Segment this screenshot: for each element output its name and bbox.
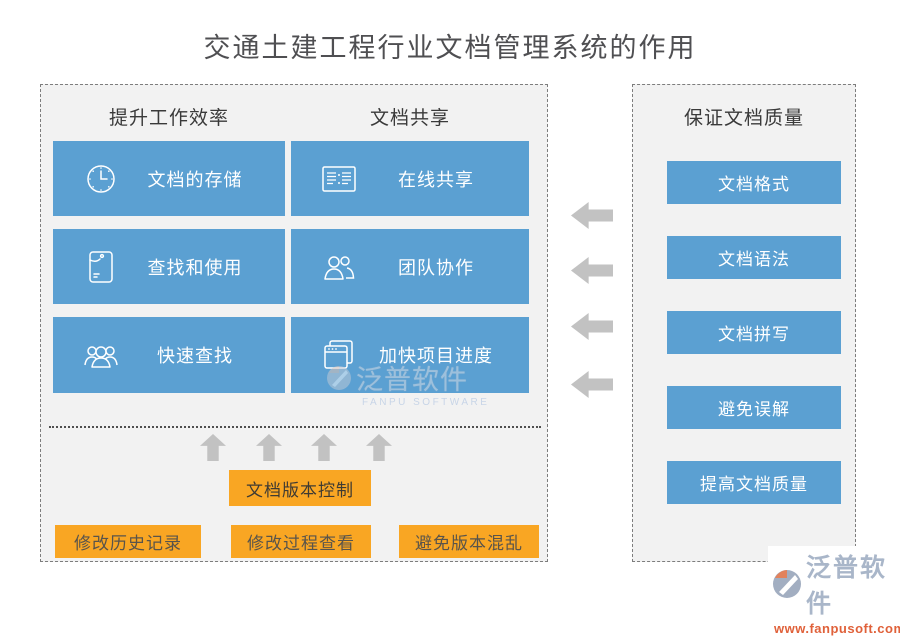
box-label: 提高文档质量 (700, 475, 808, 494)
box-label: 避免版本混乱 (415, 534, 523, 553)
left-arrow-icon (571, 257, 613, 284)
box-document-storage: 文档的存储 (53, 141, 285, 216)
people-group-icon (79, 333, 123, 377)
up-arrow-icon (366, 434, 392, 461)
up-arrow-icon (311, 434, 337, 461)
box-label: 文档语法 (718, 250, 790, 269)
box-label: 文档拼写 (718, 325, 790, 344)
left-arrow-icon (571, 202, 613, 229)
right-panel: 保证文档质量 文档格式 文档语法 文档拼写 避免误解 提高文档质量 (632, 84, 856, 562)
box-label: 修改历史记录 (74, 534, 182, 553)
left-panel: 提升工作效率 文档共享 文档的存储 (40, 84, 548, 562)
box-document-grammar: 文档语法 (667, 236, 841, 279)
box-quick-search: 快速查找 (53, 317, 285, 393)
box-label: 加快项目进度 (379, 346, 493, 366)
fanpu-brand-text: 泛普软件 (806, 555, 888, 618)
dotted-separator (49, 426, 541, 428)
box-label: 查找和使用 (147, 257, 243, 278)
fanpu-url-text: www.fanpusoft.com (774, 621, 900, 636)
column-header-sharing: 文档共享 (369, 108, 450, 129)
fanpu-logo: 泛普软件 www.fanpusoft.com (768, 546, 900, 638)
column-header-efficiency: 提升工作效率 (108, 108, 229, 129)
left-arrow-icon (571, 313, 613, 340)
column-header-quality: 保证文档质量 (683, 108, 804, 129)
box-speed-up-progress: 加快项目进度 (291, 317, 529, 393)
box-label: 文档的存储 (147, 169, 243, 190)
box-label: 团队协作 (398, 257, 474, 278)
box-version-control: 文档版本控制 (229, 470, 371, 506)
box-label: 避免误解 (718, 400, 790, 419)
envelope-icon (79, 245, 123, 289)
box-label: 文档格式 (718, 175, 790, 194)
diagram-canvas: 交通土建工程行业文档管理系统的作用 提升工作效率 文档共享 (40, 33, 900, 638)
box-label: 在线共享 (398, 169, 474, 190)
box-document-format: 文档格式 (667, 161, 841, 204)
team-icon (317, 245, 361, 289)
box-team-collaboration: 团队协作 (291, 229, 529, 304)
box-find-and-use: 查找和使用 (53, 229, 285, 304)
box-avoid-version-chaos: 避免版本混乱 (399, 525, 539, 558)
box-document-spelling: 文档拼写 (667, 311, 841, 354)
box-avoid-misunderstanding: 避免误解 (667, 386, 841, 429)
box-revision-process: 修改过程查看 (231, 525, 371, 558)
box-label: 快速查找 (157, 346, 233, 366)
page-title: 交通土建工程行业文档管理系统的作用 (203, 33, 697, 63)
box-online-sharing: 在线共享 (291, 141, 529, 216)
box-revision-history: 修改历史记录 (55, 525, 201, 558)
box-label: 修改过程查看 (247, 534, 355, 553)
up-arrow-icon (200, 434, 226, 461)
clock-icon (79, 157, 123, 201)
left-arrow-icon (571, 371, 613, 398)
box-improve-doc-quality: 提高文档质量 (667, 461, 841, 504)
screen-share-icon (317, 157, 361, 201)
documents-icon (317, 333, 361, 377)
up-arrow-icon (256, 434, 282, 461)
box-label: 文档版本控制 (246, 480, 354, 500)
fanpu-logo-icon (772, 569, 802, 599)
